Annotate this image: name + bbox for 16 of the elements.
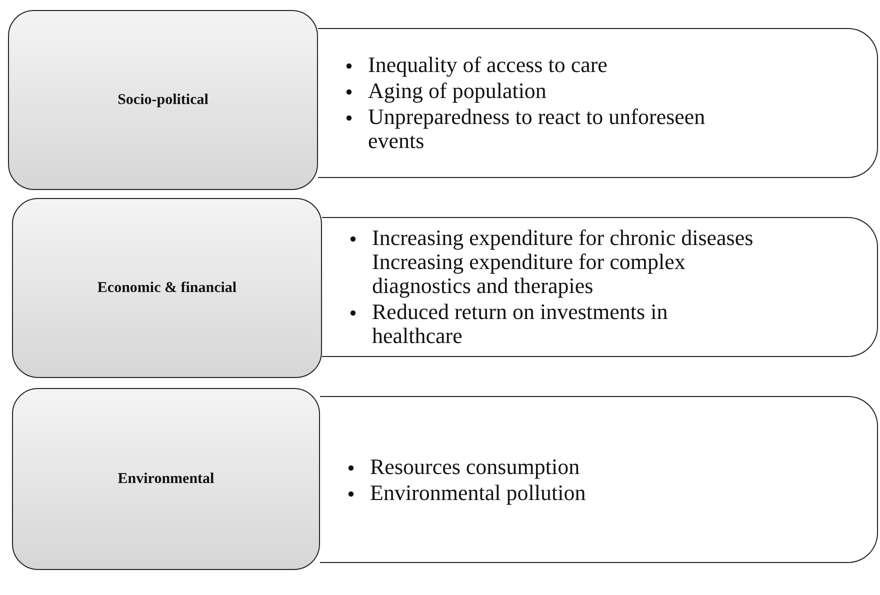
bullet-item: Environmental pollution xyxy=(370,480,586,504)
category-label: Environmental xyxy=(118,470,214,488)
bullet-item: Resources consumption xyxy=(370,454,580,478)
category-label: Socio-political xyxy=(118,92,208,108)
bullet-list-box xyxy=(322,217,878,357)
bullet-item: Inequality of access to care xyxy=(368,52,608,77)
bullet-list-box xyxy=(320,396,878,563)
bullet-item: Unpreparedness to react to unforeseen events xyxy=(368,104,706,153)
bullet-item: Increasing expenditure for chronic diseases Increasing expenditure for complex diagnostics and therapies xyxy=(372,225,754,298)
bullet-item: Reduced return on investments in healthcare xyxy=(372,299,668,348)
category-box xyxy=(12,198,322,378)
category-box xyxy=(12,388,320,570)
category-label: Economic & financial xyxy=(97,280,237,296)
bullet-list-box xyxy=(318,28,878,178)
bullet-item: Aging of population xyxy=(368,78,546,103)
category-box xyxy=(8,10,318,190)
